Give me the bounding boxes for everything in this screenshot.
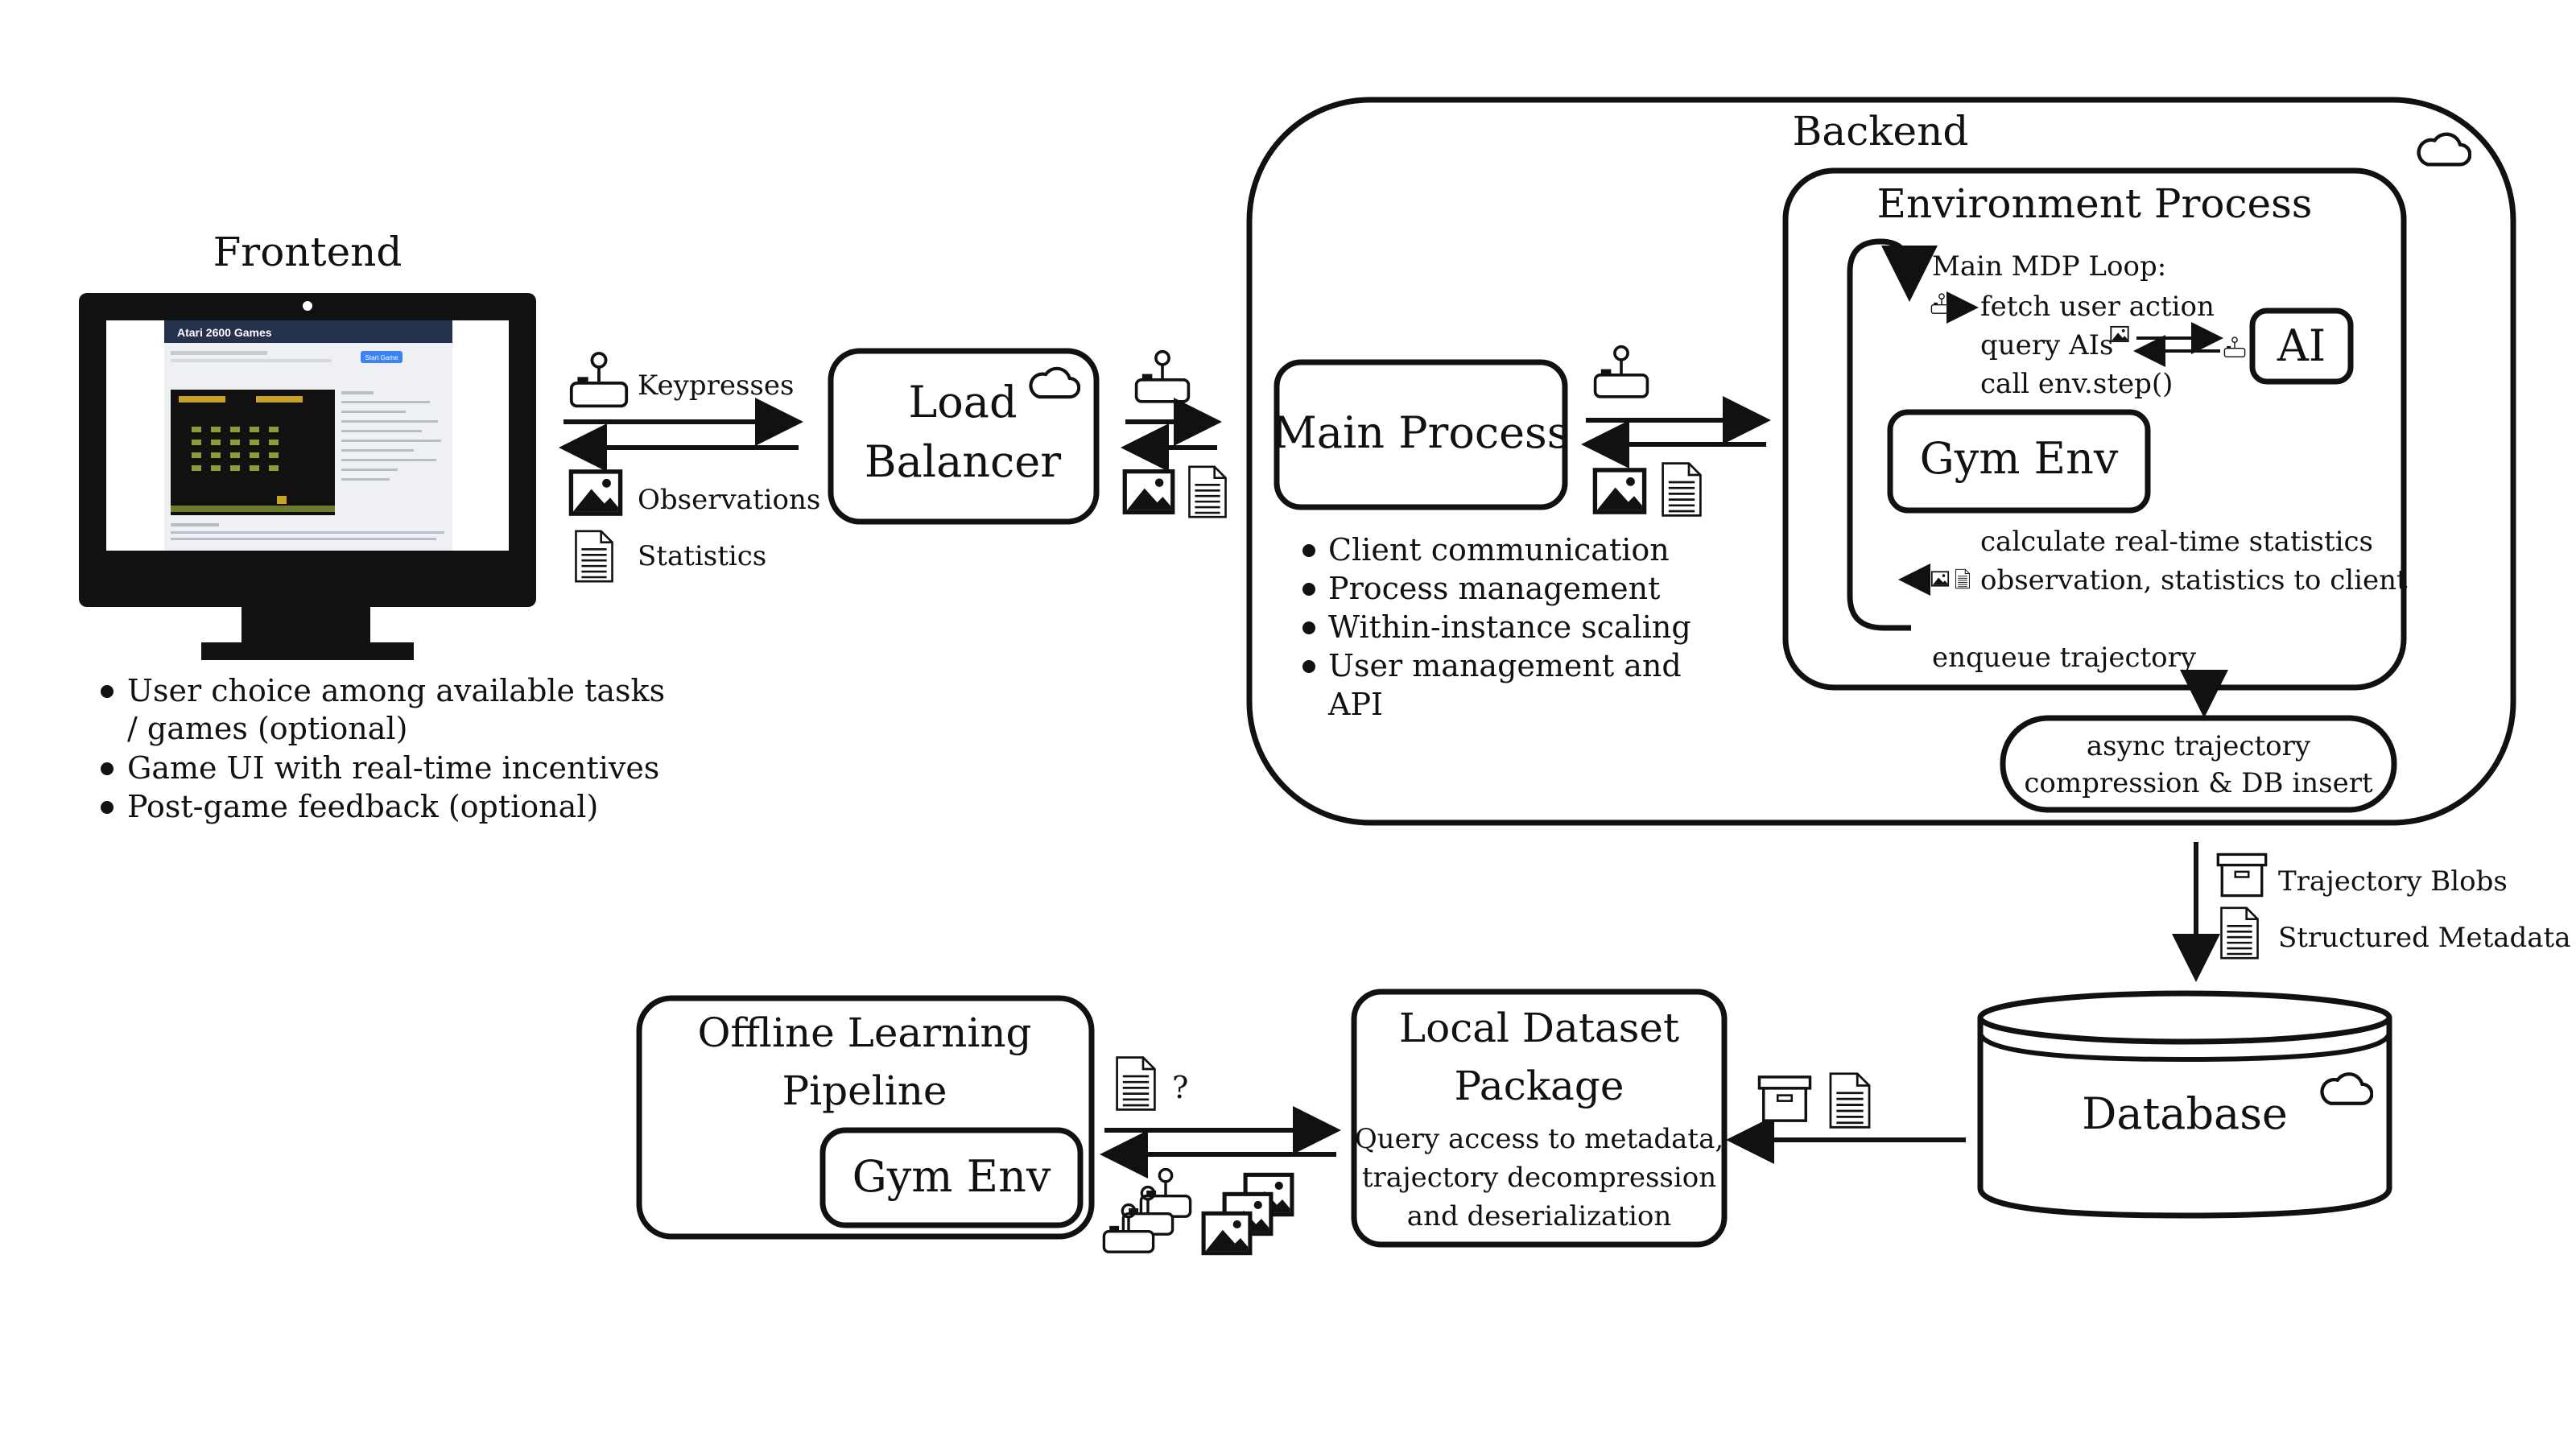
joystick-icon: [1930, 293, 1953, 314]
ai-box: [2249, 308, 2354, 385]
trajectory-blobs-label: Trajectory Blobs: [2278, 865, 2508, 898]
cloud-icon: [2419, 134, 2471, 165]
document-icon: [1188, 465, 1227, 518]
database-cylinder: [1977, 990, 2392, 1219]
joystick-icon: [2223, 336, 2246, 357]
main-process-label: Main Process: [1273, 407, 1570, 458]
offline-gym-env-box: [819, 1127, 1084, 1228]
main-process-bullet-continuation: API: [1327, 687, 1383, 722]
dataset-package-title-line2: Package: [1455, 1063, 1624, 1109]
dataset-package-desc-line3: and deserialization: [1407, 1200, 1671, 1232]
mdp-step-query: query AIs: [1980, 329, 2113, 361]
gym-env-label: Gym Env: [1920, 433, 2119, 484]
enqueue-trajectory-label: enqueue trajectory: [1932, 642, 2197, 674]
dataset-package-desc-line1: Query access to metadata,: [1355, 1123, 1724, 1155]
frontend-title: Frontend: [213, 229, 402, 275]
frontend-bullet-continuation: / games (optional): [127, 711, 407, 746]
game-ui-title: Atari 2600 Games: [177, 326, 272, 339]
ai-label: AI: [2277, 320, 2326, 371]
main-process-bullet: Client communication: [1328, 532, 1670, 568]
mdp-step-send: observation, statistics to client: [1980, 564, 2408, 597]
joystick-icon: [569, 351, 629, 408]
mdp-loop-title: Main MDP Loop:: [1932, 250, 2166, 283]
main-process-box: [1274, 359, 1568, 510]
joystick-icon: [1134, 349, 1191, 403]
async-insert-label-line2: compression & DB insert: [2024, 767, 2373, 799]
document-icon: [575, 530, 613, 583]
load-balancer-label-line2: Balancer: [865, 436, 1061, 487]
document-icon: [1955, 568, 1970, 589]
document-icon: [1662, 462, 1702, 517]
dataset-package-title-line1: Local Dataset: [1399, 1005, 1679, 1051]
archive-box-icon: [2216, 852, 2268, 898]
document-icon: [1829, 1072, 1871, 1129]
mdp-step-statistics: calculate real-time statistics: [1980, 526, 2373, 558]
offline-pipeline-title-line2: Pipeline: [782, 1067, 947, 1114]
offline-pipeline-title-line1: Offline Learning: [697, 1009, 1031, 1056]
main-process-responsibilities: Client communication Process management …: [1302, 532, 1691, 722]
image-icon: [568, 469, 623, 516]
environment-process-title: Environment Process: [1877, 180, 2313, 227]
structured-metadata-label: Structured Metadata: [2278, 922, 2571, 954]
frontend-bullet: Game UI with real-time incentives: [127, 750, 659, 786]
question-mark-label: ?: [1172, 1070, 1188, 1105]
mdp-step-fetch: fetch user action: [1980, 291, 2215, 323]
mdp-step-env: call env.step(): [1980, 368, 2173, 400]
frontend-feature-list: User choice among available tasks / game…: [101, 673, 665, 824]
image-icon: [2110, 325, 2129, 343]
gym-env-box: [1887, 409, 2151, 514]
document-icon: [1116, 1056, 1156, 1111]
async-insert-box: [2000, 715, 2397, 813]
image-icon: [1592, 468, 1647, 514]
main-process-bullet: Process management: [1328, 571, 1660, 606]
statistics-label: Statistics: [638, 540, 766, 572]
image-icon: [1122, 469, 1175, 514]
frontend-bullet: Post-game feedback (optional): [127, 789, 598, 824]
mdp-loop-arrow: [1847, 238, 1938, 631]
image-icon: [1930, 571, 1950, 587]
dataset-package-desc-line2: trajectory decompression: [1362, 1162, 1716, 1194]
load-balancer-label-line1: Load: [908, 377, 1017, 427]
main-process-bullet: User management and: [1328, 648, 1682, 683]
load-balancer-box: [828, 348, 1100, 525]
offline-gym-env-label: Gym Env: [852, 1151, 1051, 1202]
game-ui-start-button[interactable]: Start Game: [365, 354, 398, 361]
frontend-bullet: User choice among available tasks: [127, 673, 665, 708]
observations-label: Observations: [638, 484, 820, 516]
async-insert-label-line1: async trajectory: [2087, 730, 2311, 762]
trajectory-stack-icon: [1102, 1167, 1294, 1256]
keypresses-label: Keypresses: [638, 369, 794, 402]
game-ui-screenshot: Atari 2600 Games Start Game: [164, 320, 452, 551]
joystick-icon: [1593, 345, 1649, 398]
environment-process-box: [1782, 167, 2407, 691]
document-icon: [2220, 906, 2259, 960]
archive-box-icon: [1757, 1075, 1812, 1122]
backend-container: [1246, 97, 2516, 826]
dataset-package-box: [1351, 989, 1728, 1248]
backend-title: Backend: [1793, 108, 1969, 155]
database-label: Database: [2082, 1088, 2288, 1139]
main-process-bullet: Within-instance scaling: [1328, 609, 1691, 645]
